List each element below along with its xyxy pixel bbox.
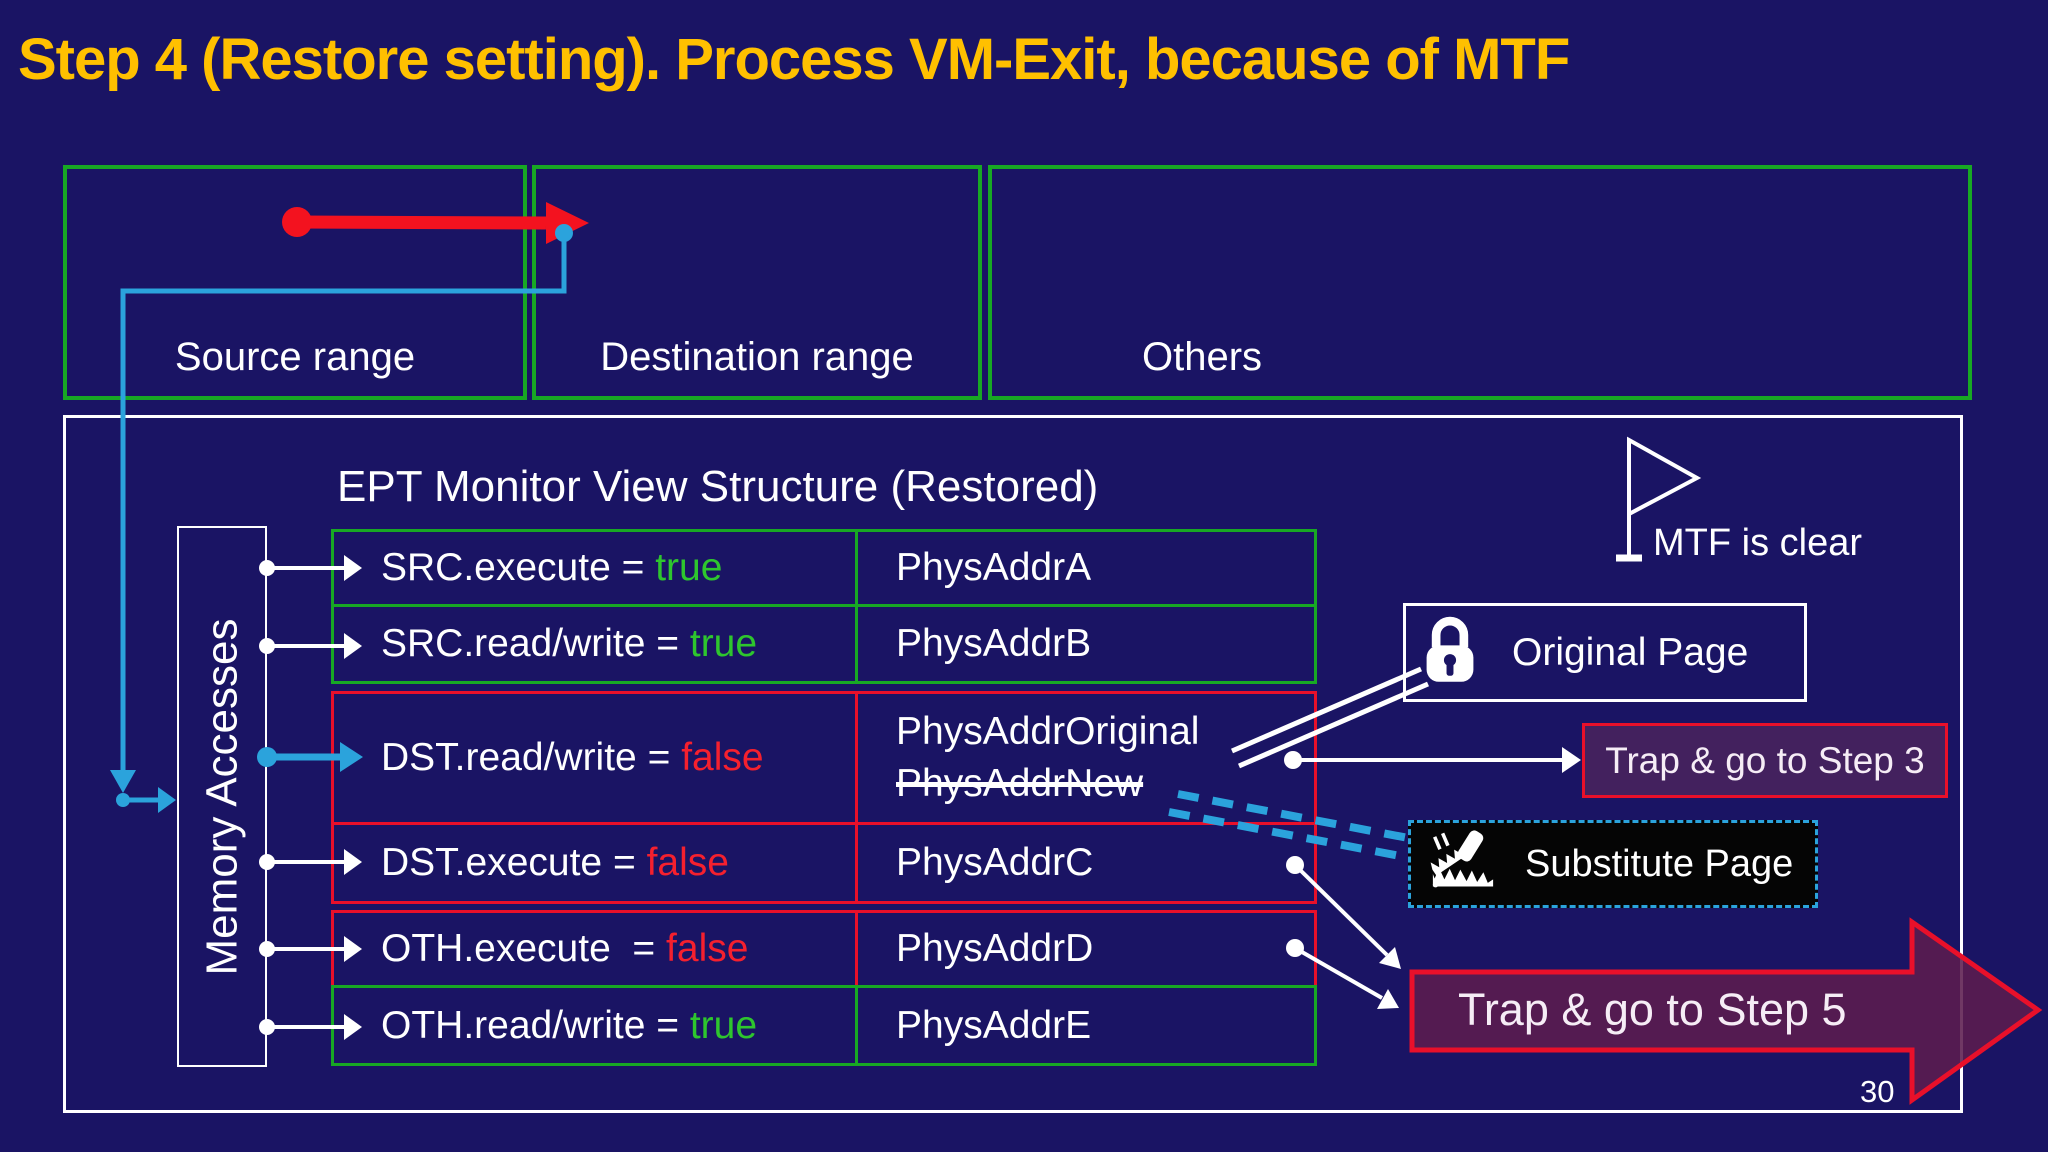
memory-accesses-label-wrap: Memory Accesses [177, 526, 267, 1067]
value-false: false [646, 841, 729, 884]
cell-dst-execute: DST.execute = false [381, 841, 729, 884]
substitute-page-box: Substitute Page [1408, 820, 1818, 908]
others-range-label: Others [1142, 335, 1263, 379]
value-true: true [655, 546, 723, 589]
destination-range-box: Destination range [532, 165, 982, 400]
physaddr-new-struck: PhysAddrNew [896, 762, 1144, 805]
trap-step3-box: Trap & go to Step 3 [1582, 723, 1948, 798]
others-range-box: Others [988, 165, 1972, 400]
cell-physaddr-a: PhysAddrA [855, 532, 1314, 604]
cell-src-execute: SRC.execute = true [381, 546, 723, 589]
value-false: false [681, 736, 764, 779]
table-row-src-execute: SRC.execute = true PhysAddrA [331, 529, 1317, 607]
trap-icon [1427, 828, 1499, 900]
value-true: true [689, 1003, 758, 1047]
source-range-box: Source range [63, 165, 527, 400]
table-row-dst-execute: DST.execute = false PhysAddrC [331, 822, 1317, 904]
source-range-label: Source range [174, 335, 416, 379]
memory-accesses-label: Memory Accesses [197, 618, 247, 975]
cell-physaddr-b: PhysAddrB [855, 607, 1314, 681]
physaddr-original: PhysAddrOriginal [896, 710, 1200, 753]
original-page-box: Original Page [1403, 603, 1807, 702]
substitute-page-label: Substitute Page [1525, 842, 1794, 885]
cell-dst-readwrite: DST.read/write = false [381, 736, 764, 779]
ept-structure-title: EPT Monitor View Structure (Restored) [337, 462, 1099, 511]
cell-physaddr-e: PhysAddrE [855, 988, 1314, 1063]
destination-range-label: Destination range [600, 335, 914, 379]
trap-step5-label: Trap & go to Step 5 [1458, 984, 1847, 1035]
cell-physaddr-c: PhysAddrC [855, 825, 1314, 901]
cell-oth-execute: OTH.execute = false [381, 927, 749, 970]
table-row-src-readwrite: SRC.read/write = true PhysAddrB [331, 604, 1317, 684]
slide-title: Step 4 (Restore setting). Process VM-Exi… [18, 27, 1570, 92]
mtf-clear-label: MTF is clear [1653, 522, 1862, 564]
cell-src-readwrite: SRC.read/write = true [381, 622, 758, 665]
original-page-label: Original Page [1512, 630, 1749, 674]
cell-oth-readwrite: OTH.read/write = true [381, 1003, 758, 1047]
table-row-dst-readwrite: DST.read/write = false PhysAddrOriginal … [331, 691, 1317, 825]
ept-container [63, 415, 1963, 1113]
value-true: true [689, 622, 758, 665]
lock-icon [1424, 612, 1476, 694]
table-row-oth-readwrite: OTH.read/write = true PhysAddrE [331, 985, 1317, 1066]
cell-physaddr-d: PhysAddrD [855, 913, 1314, 985]
table-row-oth-execute: OTH.execute = false PhysAddrD [331, 910, 1317, 988]
value-false: false [666, 927, 749, 970]
cell-physaddr-original: PhysAddrOriginal PhysAddrNew [855, 694, 1314, 822]
trap-step3-label: Trap & go to Step 3 [1605, 739, 1925, 781]
page-number: 30 [1860, 1074, 1895, 1109]
step5-arrow-shape [1409, 917, 2043, 1105]
